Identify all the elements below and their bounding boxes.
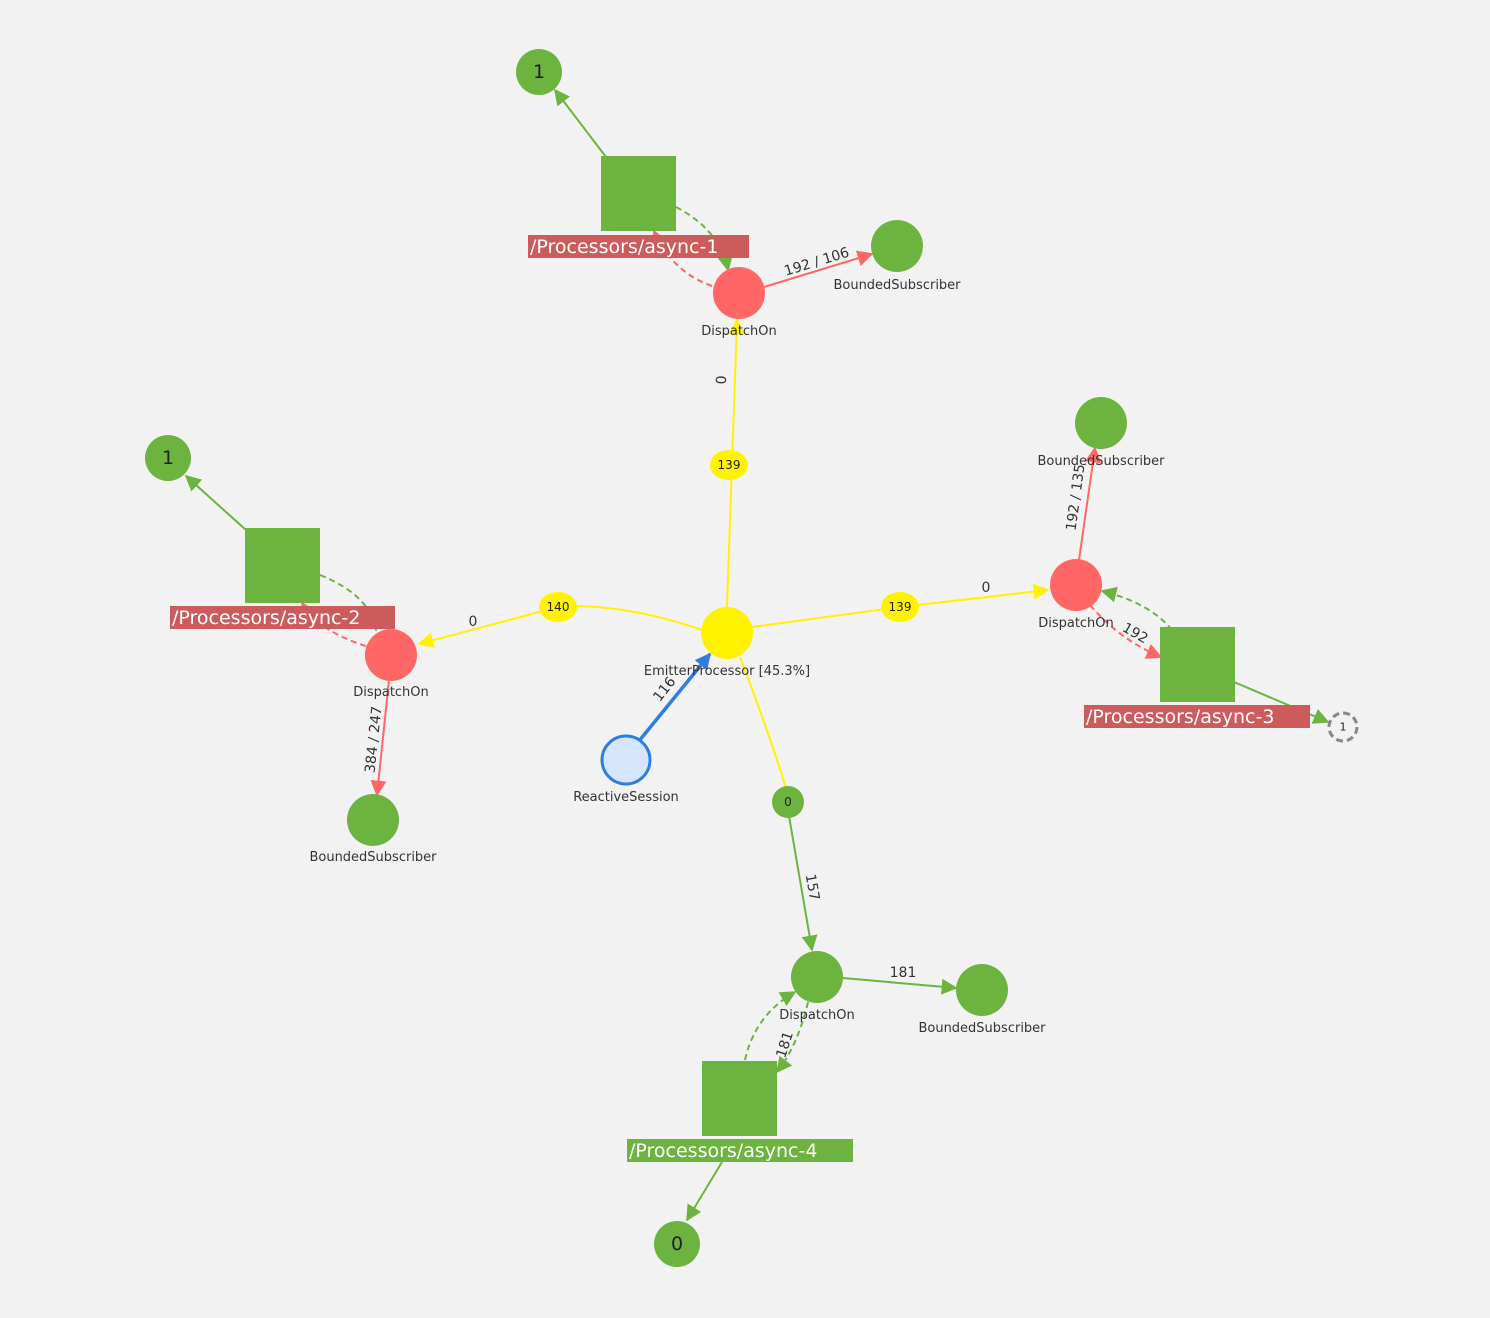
badge-down[interactable]: 0	[772, 786, 804, 818]
node-count1[interactable]: 1	[516, 49, 562, 95]
edge-proc4-to-dispatch4[interactable]	[744, 991, 797, 1061]
node-dispatch4[interactable]: DispatchOn	[779, 951, 855, 1023]
edge-labels: 116 0 0 0 157 192 / 106 384 / 247 192 / …	[363, 245, 1151, 1060]
node-count3[interactable]: 1	[1327, 711, 1359, 743]
node-dispatch4-label: DispatchOn	[779, 1008, 855, 1023]
node-proc3[interactable]: /Processors/async-3	[1084, 627, 1310, 728]
node-proc4[interactable]: /Processors/async-4	[627, 1061, 853, 1162]
edges-cluster-4	[686, 977, 958, 1222]
node-sub4-label: BoundedSubscriber	[918, 1021, 1046, 1036]
node-sub1-label: BoundedSubscriber	[833, 278, 961, 293]
node-dispatch3-label: DispatchOn	[1038, 616, 1114, 631]
edges-cluster-3	[1078, 446, 1330, 724]
edge-proc3-to-dispatch3[interactable]	[1100, 586, 1173, 631]
edge-dispatch1-to-sub1[interactable]	[763, 250, 874, 288]
node-count1-label: 1	[533, 61, 545, 83]
badge-right[interactable]: 139	[881, 592, 919, 622]
node-emitter-label: EmitterProcessor [45.3%]	[644, 664, 810, 679]
node-count2[interactable]: 1	[145, 435, 191, 481]
edge-proc2-to-count2[interactable]	[184, 474, 247, 531]
node-count2-label: 1	[162, 447, 174, 469]
node-sub4[interactable]: BoundedSubscriber	[918, 964, 1046, 1036]
node-session-label: ReactiveSession	[573, 790, 679, 805]
edge-label-dispatch4-sub4: 181	[890, 965, 917, 981]
edge-dispatch4-to-sub4[interactable]	[842, 977, 958, 995]
edge-label-to-dispatch2: 0	[469, 614, 478, 630]
badge-up-text: 139	[718, 458, 741, 472]
node-sub3-label: BoundedSubscriber	[1037, 454, 1165, 469]
edge-proc1-to-dispatch1[interactable]	[675, 206, 734, 272]
node-dispatch1-label: DispatchOn	[701, 324, 777, 339]
badge-right-text: 139	[889, 600, 912, 614]
edge-label-to-dispatch4: 157	[802, 873, 822, 902]
node-count4-label: 0	[671, 1233, 683, 1255]
edge-label-dispatch1-sub1: 192 / 106	[782, 245, 851, 280]
node-dispatch3[interactable]: DispatchOn	[1038, 559, 1114, 631]
node-proc3-label: /Processors/async-3	[1086, 706, 1274, 728]
badge-left[interactable]: 140	[539, 592, 577, 622]
badge-left-text: 140	[547, 600, 570, 614]
badge-up[interactable]: 139	[710, 450, 748, 480]
edge-dispatch4-to-proc4[interactable]	[776, 1001, 809, 1074]
node-dispatch1[interactable]: DispatchOn	[701, 267, 777, 339]
node-proc2-label: /Processors/async-2	[172, 607, 360, 629]
edge-emitter-to-badge-down[interactable]	[739, 656, 787, 789]
edge-label-dispatch4-proc4: 181	[773, 1030, 796, 1060]
edge-label-dispatch3-proc3: 192	[1119, 620, 1150, 647]
edge-dispatch3-to-sub3[interactable]	[1078, 446, 1101, 561]
node-sub2-label: BoundedSubscriber	[309, 850, 437, 865]
node-emitter[interactable]: EmitterProcessor [45.3%]	[644, 607, 810, 679]
edge-badge-down-to-dispatch4[interactable]	[788, 815, 818, 952]
node-dispatch2[interactable]: DispatchOn	[353, 629, 429, 700]
node-proc4-label: /Processors/async-4	[629, 1140, 817, 1162]
node-sub2[interactable]: BoundedSubscriber	[309, 794, 437, 865]
edge-label-to-dispatch3: 0	[982, 580, 991, 596]
node-count4[interactable]: 0	[654, 1221, 700, 1267]
node-count3-label: 1	[1340, 721, 1347, 734]
edge-proc4-to-count4[interactable]	[686, 1161, 723, 1222]
node-sub1[interactable]: BoundedSubscriber	[833, 220, 961, 293]
edge-label-dispatch2-sub2: 384 / 247	[363, 705, 386, 773]
edge-proc1-to-count1[interactable]	[554, 88, 607, 158]
node-proc1[interactable]: /Processors/async-1	[528, 156, 749, 258]
edges-cluster-2	[184, 474, 390, 797]
edge-session-to-emitter[interactable]	[637, 652, 712, 743]
node-session[interactable]: ReactiveSession	[573, 734, 679, 805]
node-proc1-label: /Processors/async-1	[530, 236, 718, 258]
node-sub3[interactable]: BoundedSubscriber	[1037, 397, 1165, 469]
node-dispatch2-label: DispatchOn	[353, 685, 429, 700]
badge-down-text: 0	[784, 795, 792, 809]
edge-proc3-to-count3[interactable]	[1233, 681, 1330, 724]
edge-dispatch3-to-proc3[interactable]	[1089, 604, 1163, 659]
node-proc2[interactable]: /Processors/async-2	[170, 528, 395, 629]
edge-label-to-dispatch1: 0	[714, 375, 730, 384]
edge-dispatch2-to-sub2[interactable]	[370, 679, 390, 797]
